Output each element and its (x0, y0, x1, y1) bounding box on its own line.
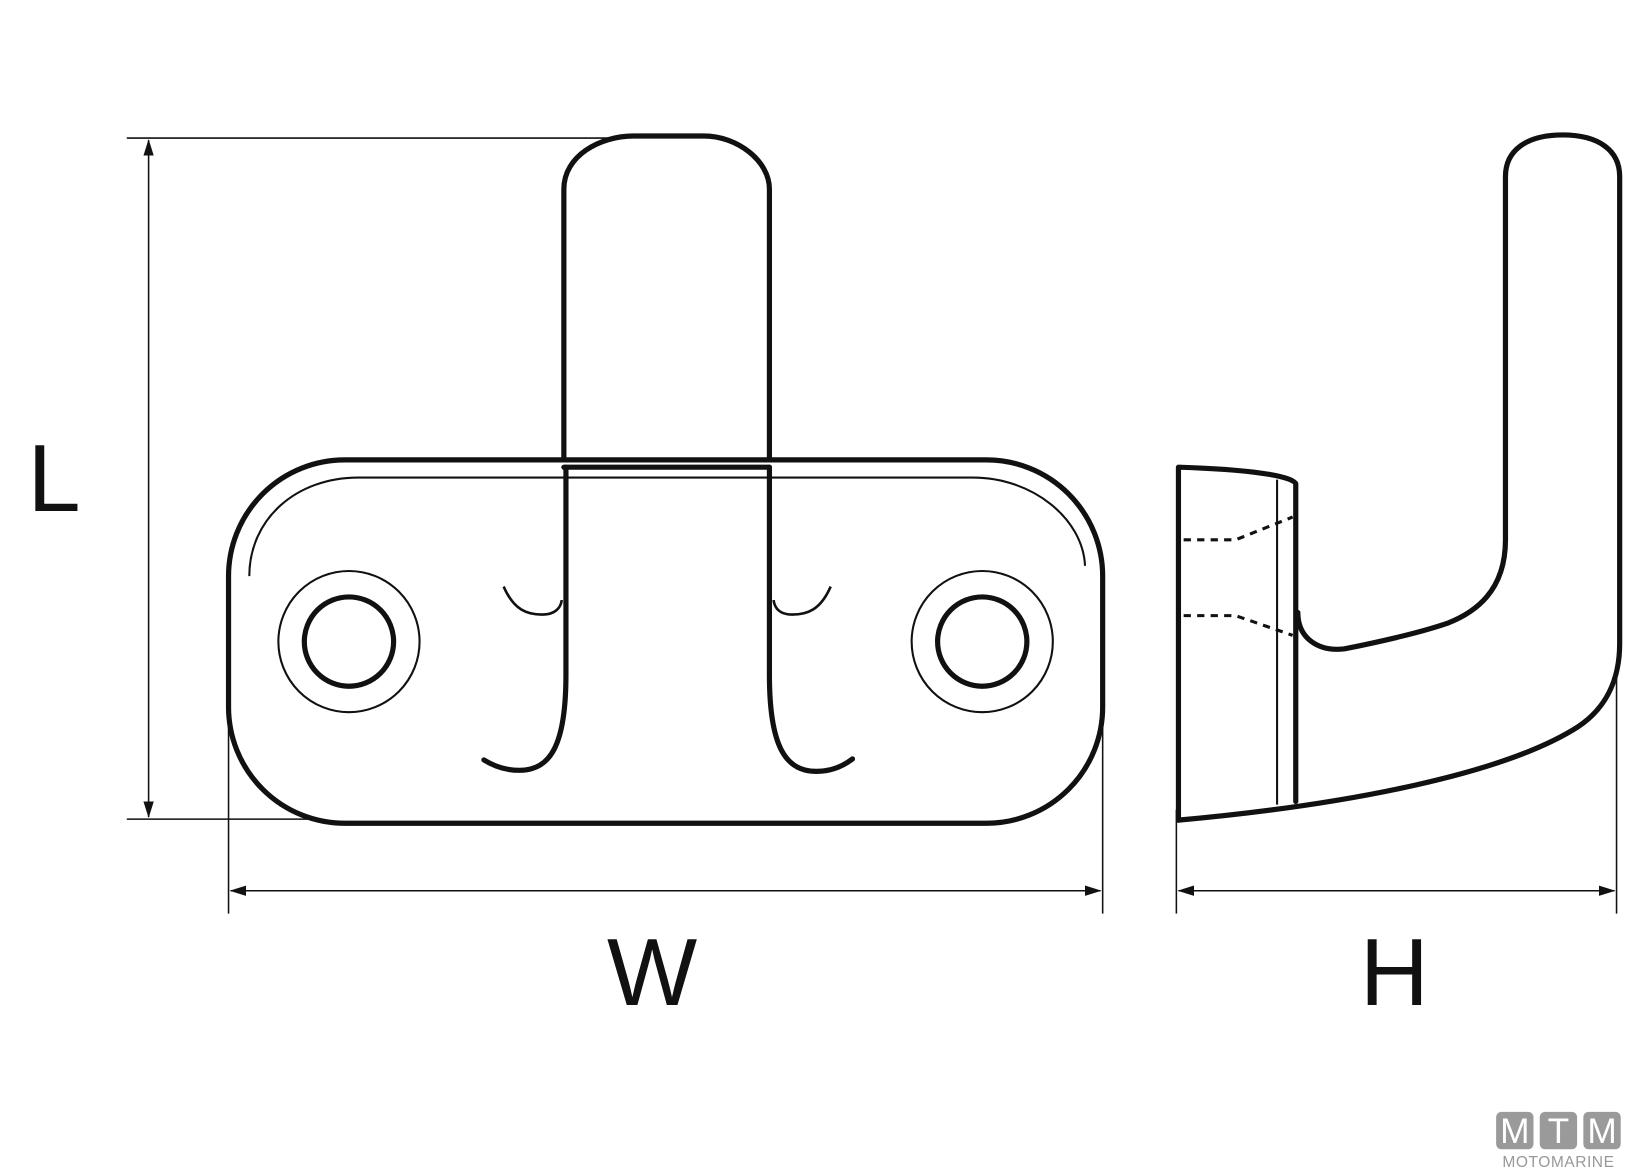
length-label: L (28, 426, 81, 532)
side-view (1175, 132, 1623, 823)
motomarine-logo: M T M MOTOMARINE (1496, 1111, 1621, 1170)
dimension-height: H (1175, 664, 1618, 1026)
svg-text:MOTOMARINE: MOTOMARINE (1502, 1154, 1614, 1170)
width-label: W (607, 920, 697, 1026)
svg-text:M: M (1500, 1112, 1529, 1151)
dimension-length: L (28, 137, 624, 820)
hidden-line-top (1183, 515, 1294, 542)
base-plate-outline (225, 457, 1106, 826)
dimension-width: W (227, 633, 1104, 1026)
height-label: H (1360, 920, 1429, 1026)
left-fillet (502, 586, 564, 616)
stem-left-curl (481, 464, 569, 773)
right-fillet (772, 586, 832, 616)
base-plate-inner-edge (248, 476, 1087, 577)
hook-stem (561, 133, 773, 463)
front-view (225, 133, 1106, 826)
hidden-line-bottom (1183, 614, 1294, 637)
side-hook-profile (1175, 132, 1623, 823)
screw-hole-left (277, 569, 421, 714)
stem-right-curl (766, 464, 856, 774)
svg-text:T: T (1548, 1112, 1570, 1151)
screw-hole-right (910, 569, 1054, 714)
side-base (1175, 464, 1299, 823)
svg-text:M: M (1587, 1112, 1616, 1151)
